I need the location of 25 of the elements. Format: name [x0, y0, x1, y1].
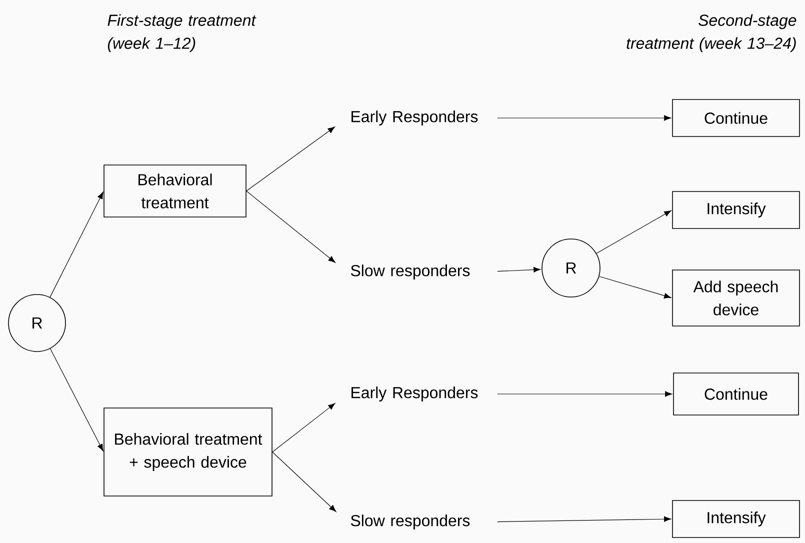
treatment-box: Intensify	[672, 191, 800, 229]
treatment-box: Add speech device	[672, 270, 800, 326]
arrow	[497, 115, 672, 121]
treatment-box: Continue	[673, 372, 799, 416]
arrow	[246, 190, 336, 263]
outcome-text: Slow responders	[350, 264, 470, 280]
arrow	[497, 266, 541, 272]
arrow	[246, 126, 335, 192]
stage-heading: First-stage treatment (week 1–12)	[108, 14, 256, 52]
arrow	[272, 403, 336, 452]
treatment-box: Behavioral treatment + speech device	[104, 408, 272, 496]
arrow	[272, 452, 336, 512]
treatment-box: Continue	[672, 99, 800, 137]
arrow	[598, 276, 672, 298]
treatment-box: Behavioral treatment	[104, 164, 246, 218]
outcome-text: Slow responders	[350, 514, 470, 530]
arrow	[50, 192, 104, 298]
arrow	[50, 348, 104, 452]
arrow	[596, 210, 672, 254]
outcome-text: Early Responders	[352, 110, 478, 126]
stage-heading: Second-stage treatment (week 13–24)	[626, 14, 796, 52]
arrow	[497, 391, 672, 397]
outcome-text: Early Responders	[352, 386, 478, 402]
treatment-box: Intensify	[672, 500, 800, 538]
arrow	[497, 516, 672, 522]
